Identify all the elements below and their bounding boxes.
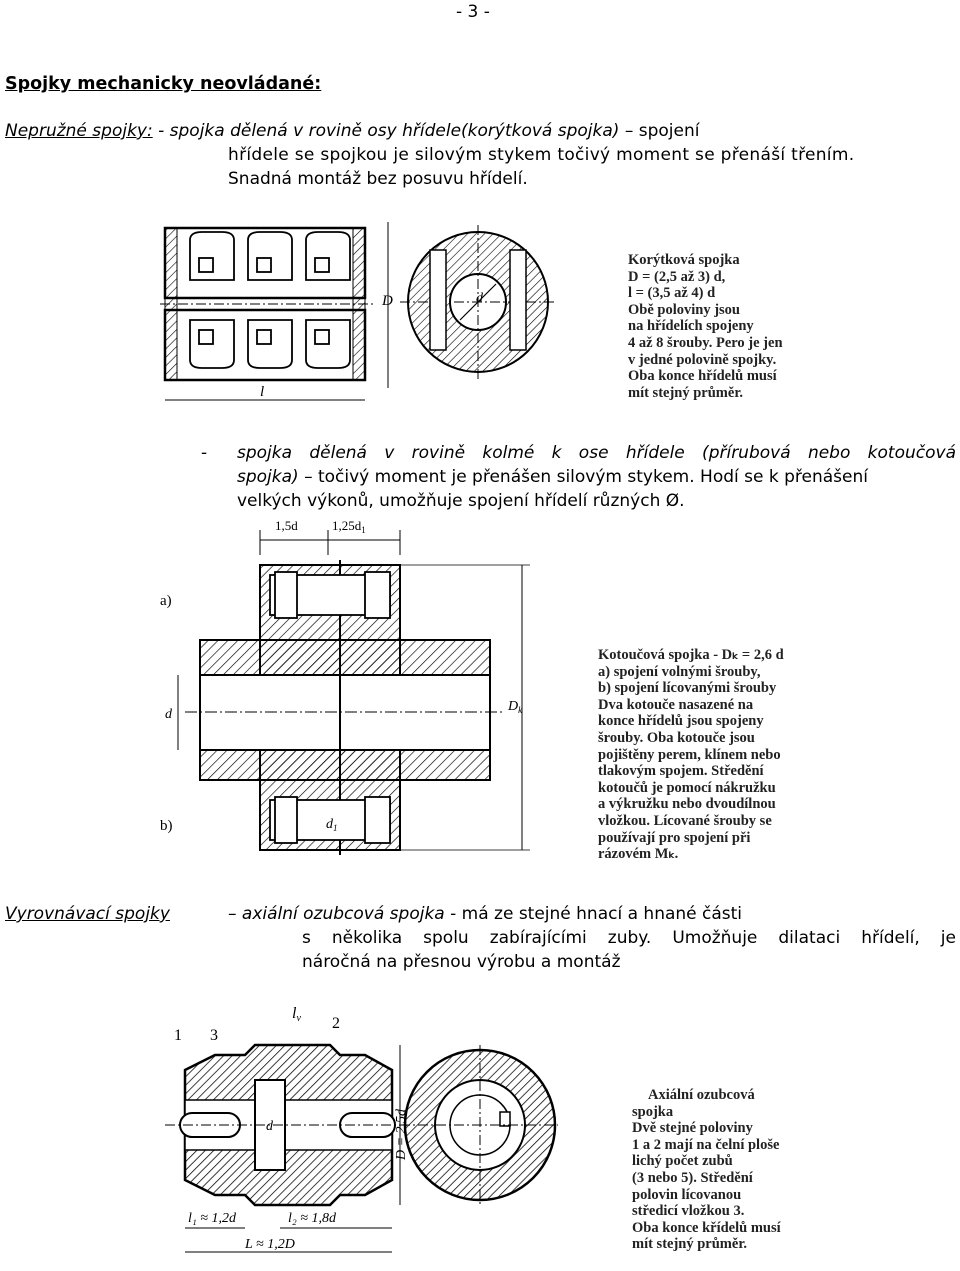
sec1-line1-dash: –	[619, 121, 639, 141]
sec3-line3: náročná na přesnou výrobu a montáž	[302, 952, 621, 972]
sec2-line2-it: spojka)	[237, 467, 299, 487]
fig1-caption-line: mít stejný průměr.	[628, 384, 744, 401]
fig3-caption-line: lichý počet zubů	[632, 1153, 733, 1170]
fig1-dim-d: d	[476, 291, 484, 306]
fig3-caption: Axiální ozubcová spojka Dvě stejné polov…	[632, 1087, 781, 1253]
fig1-caption-line: Oba konce hřídelů musí	[628, 368, 777, 385]
sec2-dash: -	[201, 443, 208, 463]
figure-korytkova-spojka: D l d	[160, 222, 556, 401]
fig1-caption-line: na hřídelích spojeny	[628, 318, 754, 335]
fig3-label-lv: lv	[292, 1005, 301, 1024]
fig1-dim-l: l	[260, 384, 264, 400]
fig2-caption-line: používají pro spojení při	[598, 829, 751, 846]
fig2-caption-line: Dva kotouče nasazené na	[598, 696, 754, 713]
fig3-label-1: 1	[174, 1027, 182, 1044]
fig3-dim-L: L ≈ 1,2D	[244, 1237, 295, 1252]
fig3-dim-l2: l₂ ≈ 1,8d	[288, 1211, 337, 1226]
sec1-line3: Snadná montáž bez posuvu hřídelí.	[228, 169, 528, 189]
fig3-caption-line: 1 a 2 mají na čelní ploše	[632, 1136, 780, 1153]
page-number: - 3 -	[456, 2, 490, 22]
sec3-part-it: axiální ozubcová spojka	[241, 904, 445, 924]
fig1-caption-line: v jedné polovině spojky.	[628, 351, 777, 368]
fig2-label-a: a)	[160, 593, 172, 609]
fig3-caption-line: Axiální ozubcová	[648, 1087, 755, 1103]
fig2-dim-top1: 1,5d	[275, 518, 298, 533]
fig2-caption-line: b) spojení lícovanými šrouby	[598, 680, 777, 697]
fig1-caption-line: 4 až 8 šrouby. Pero je jen	[628, 334, 783, 351]
sec1-label: Nepružné spojky:	[5, 121, 153, 141]
fig2-caption-line: konce hřídelů jsou spojeny	[598, 713, 764, 730]
sec1-line1-end: spojení	[638, 121, 700, 141]
fig2-caption-line: šrouby. Oba kotouče jsou	[598, 729, 755, 746]
fig3-label-3: 3	[210, 1027, 218, 1044]
figure-kotoucova-spojka: 1,5d 1,25d1 d1 a) b) d Dk	[160, 518, 530, 855]
sec3-label: Vyrovnávací spojky	[5, 904, 170, 924]
fig3-caption-line: Oba konce křídelů musí	[632, 1219, 781, 1236]
fig2-caption-line: rázovém Mₖ.	[598, 846, 679, 863]
fig2-caption-line: pojištěny perem, klínem nebo	[598, 746, 781, 763]
sec3-line1-body: – axiální ozubcová spojka - má ze stejné…	[228, 902, 742, 926]
sec3-line1-rest: - má ze stejné hnací a hnané části	[444, 904, 743, 924]
fig2-dim-d: d	[165, 707, 173, 722]
fig2-caption-line: a výkružku nebo dvoudílnou	[598, 796, 776, 813]
fig2-dim-d1: d1	[326, 817, 338, 833]
fig3-dim-l1: l₁ ≈ 1,2d	[188, 1211, 237, 1226]
fig2-caption-line: Kotoučová spojka - Dₖ = 2,6 d	[598, 647, 784, 663]
fig1-caption-line: Obě poloviny jsou	[628, 301, 740, 318]
fig3-caption-line: středicí vložkou 3.	[632, 1203, 745, 1220]
fig1-dim-D: D	[381, 293, 393, 309]
sec1-line2: hřídele se spojkou je silovým stykem toč…	[228, 145, 855, 165]
fig1-caption-line: Korýtková spojka	[628, 252, 740, 268]
fig3-caption-line: mít stejný průměr.	[632, 1236, 748, 1253]
fig1-caption-line: l = (3,5 až 4) d	[628, 285, 716, 302]
fig2-dim-top2: 1,25d1	[332, 518, 366, 535]
sec3-line2: s několika spolu zabírajícími zuby. Umož…	[302, 928, 956, 948]
sec2-line2-rest: – točivý moment je přenášen silovým styk…	[298, 467, 868, 487]
fig2-caption-line: vložkou. Lícované šrouby se	[598, 812, 772, 829]
fig3-dim-d: d	[266, 1119, 274, 1134]
sec2-line2: spojka) – točivý moment je přenášen silo…	[237, 465, 868, 489]
sec2-line3: velkých výkonů, umožňuje spojení hřídelí…	[237, 491, 685, 511]
sec2-line1: spojka dělená v rovině kolmé k ose hříde…	[237, 443, 956, 463]
fig2-caption: Kotoučová spojka - Dₖ = 2,6 d a) spojení…	[598, 647, 784, 863]
fig3-caption-line: Dvě stejné poloviny	[632, 1120, 753, 1137]
sec3-dash: –	[228, 904, 242, 924]
fig2-dim-Dk: Dk	[507, 699, 523, 715]
fig3-caption-line: (3 nebo 5). Středění	[632, 1169, 753, 1186]
fig1-caption-line: D = (2,5 až 3) d,	[628, 268, 726, 285]
fig2-caption-line: kotoučů je pomocí nákružku	[598, 779, 776, 796]
sec3-line1: Vyrovnávací spojky	[5, 902, 170, 926]
fig1-caption: Korýtková spojka D = (2,5 až 3) d, l = (…	[628, 252, 783, 401]
fig3-label-2: 2	[332, 1015, 340, 1032]
figure-axialni-ozubcova-spojka: 1 3 2 lv d D = 2,5d l₁ ≈ 1,2d l₂ ≈ 1,8d …	[165, 1005, 558, 1253]
fig3-caption-line: spojka	[632, 1103, 674, 1120]
sec1-line1-part: - spojka dělená v rovině osy hřídele(kor…	[152, 121, 620, 141]
fig2-caption-line: a) spojení volnými šrouby,	[598, 663, 761, 680]
section-heading: Spojky mechanicky neovládané:	[5, 74, 322, 94]
fig2-caption-line: tlakovým spojem. Středění	[598, 763, 764, 780]
fig2-label-b: b)	[160, 818, 173, 834]
sec1-line1: Nepružné spojky: - spojka dělená v rovin…	[5, 119, 699, 143]
fig3-caption-line: polovin lícovanou	[632, 1186, 742, 1203]
